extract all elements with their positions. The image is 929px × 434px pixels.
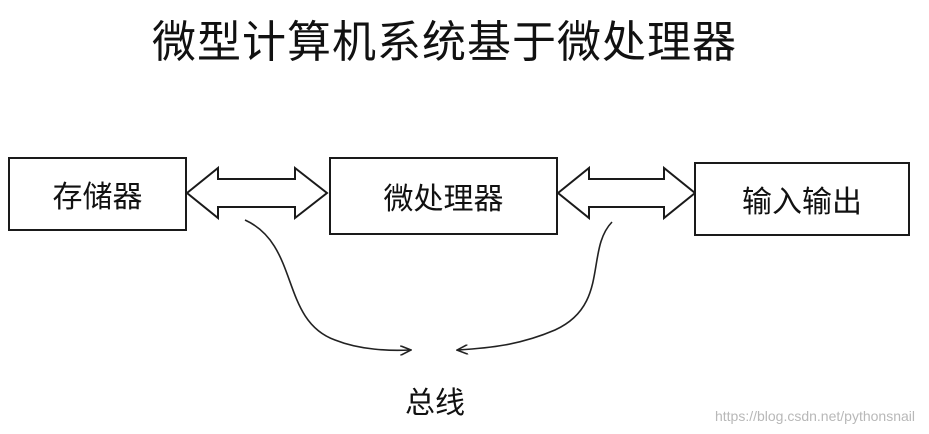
bus-curve-left [244,219,410,350]
diagram-title: 微型计算机系统基于微处理器 [152,17,737,68]
bus-curve-right [458,221,613,350]
microprocessor-label: 微处理器 [383,182,504,217]
double-arrow-memory-cpu [185,165,329,221]
microprocessor-box: 微处理器 [329,157,558,235]
double-arrow-cpu-io [556,165,697,221]
io-label: 输入输出 [742,185,862,220]
io-box: 输入输出 [694,162,910,236]
memory-box: 存储器 [8,157,187,231]
watermark-text: https://blog.csdn.net/pythonsnail [714,408,915,424]
bus-label: 总线 [405,386,465,421]
memory-label: 存储器 [52,180,143,215]
